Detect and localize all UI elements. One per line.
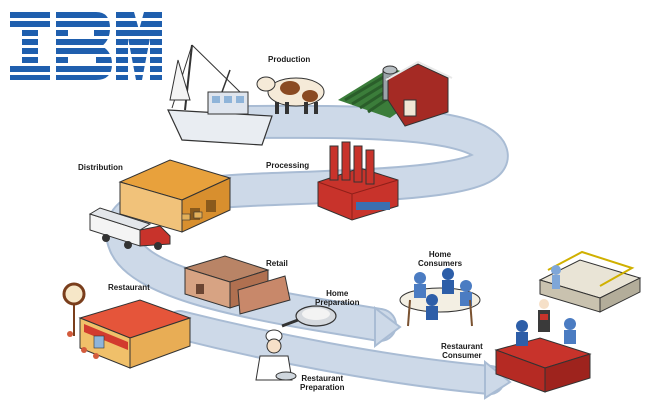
restaurant-consumer-label: Restaurant Consumer <box>441 342 483 360</box>
processing-label: Processing <box>266 161 310 170</box>
home-consumers-line1: Home <box>428 250 452 259</box>
home-consumers-label: Home Consumers <box>418 250 462 268</box>
distribution-warehouse-illustration <box>118 159 232 233</box>
restaurant-preparation-label: Restaurant Preparation <box>300 374 344 392</box>
restaurant-consumer-illustration <box>494 299 592 393</box>
home-preparation-line2: Preparation <box>315 298 360 307</box>
arrow-to-home-consumers <box>374 305 402 349</box>
retail-store-illustration <box>183 255 291 315</box>
cooking-pan-illustration <box>281 305 337 328</box>
restaurant-preparation-line2: Preparation <box>300 383 345 392</box>
flow-path <box>105 104 512 400</box>
farm-barn-illustration <box>338 60 453 127</box>
fishing-boat-illustration <box>167 44 273 146</box>
retail-label: Retail <box>266 259 288 268</box>
restaurant-preparation-line1: Restaurant <box>301 374 344 383</box>
cow-illustration <box>256 76 325 114</box>
ibm-logo <box>10 12 162 80</box>
production-label: Production <box>268 55 311 64</box>
home-consumers-line2: Consumers <box>418 259 463 268</box>
home-preparation-label: Home Preparation <box>315 289 359 307</box>
buffet-counter-illustration <box>538 250 642 313</box>
processing-factory-illustration <box>317 141 399 221</box>
distribution-label: Distribution <box>78 163 123 172</box>
restaurant-building-illustration <box>62 282 192 369</box>
home-consumers-illustration <box>399 268 481 327</box>
restaurant-label: Restaurant <box>108 283 150 292</box>
chef-illustration <box>255 329 297 381</box>
restaurant-consumer-line2: Consumer <box>442 351 482 360</box>
delivery-truck-illustration <box>88 207 171 250</box>
restaurant-consumer-line1: Restaurant <box>441 342 483 351</box>
home-preparation-line1: Home <box>326 289 349 298</box>
